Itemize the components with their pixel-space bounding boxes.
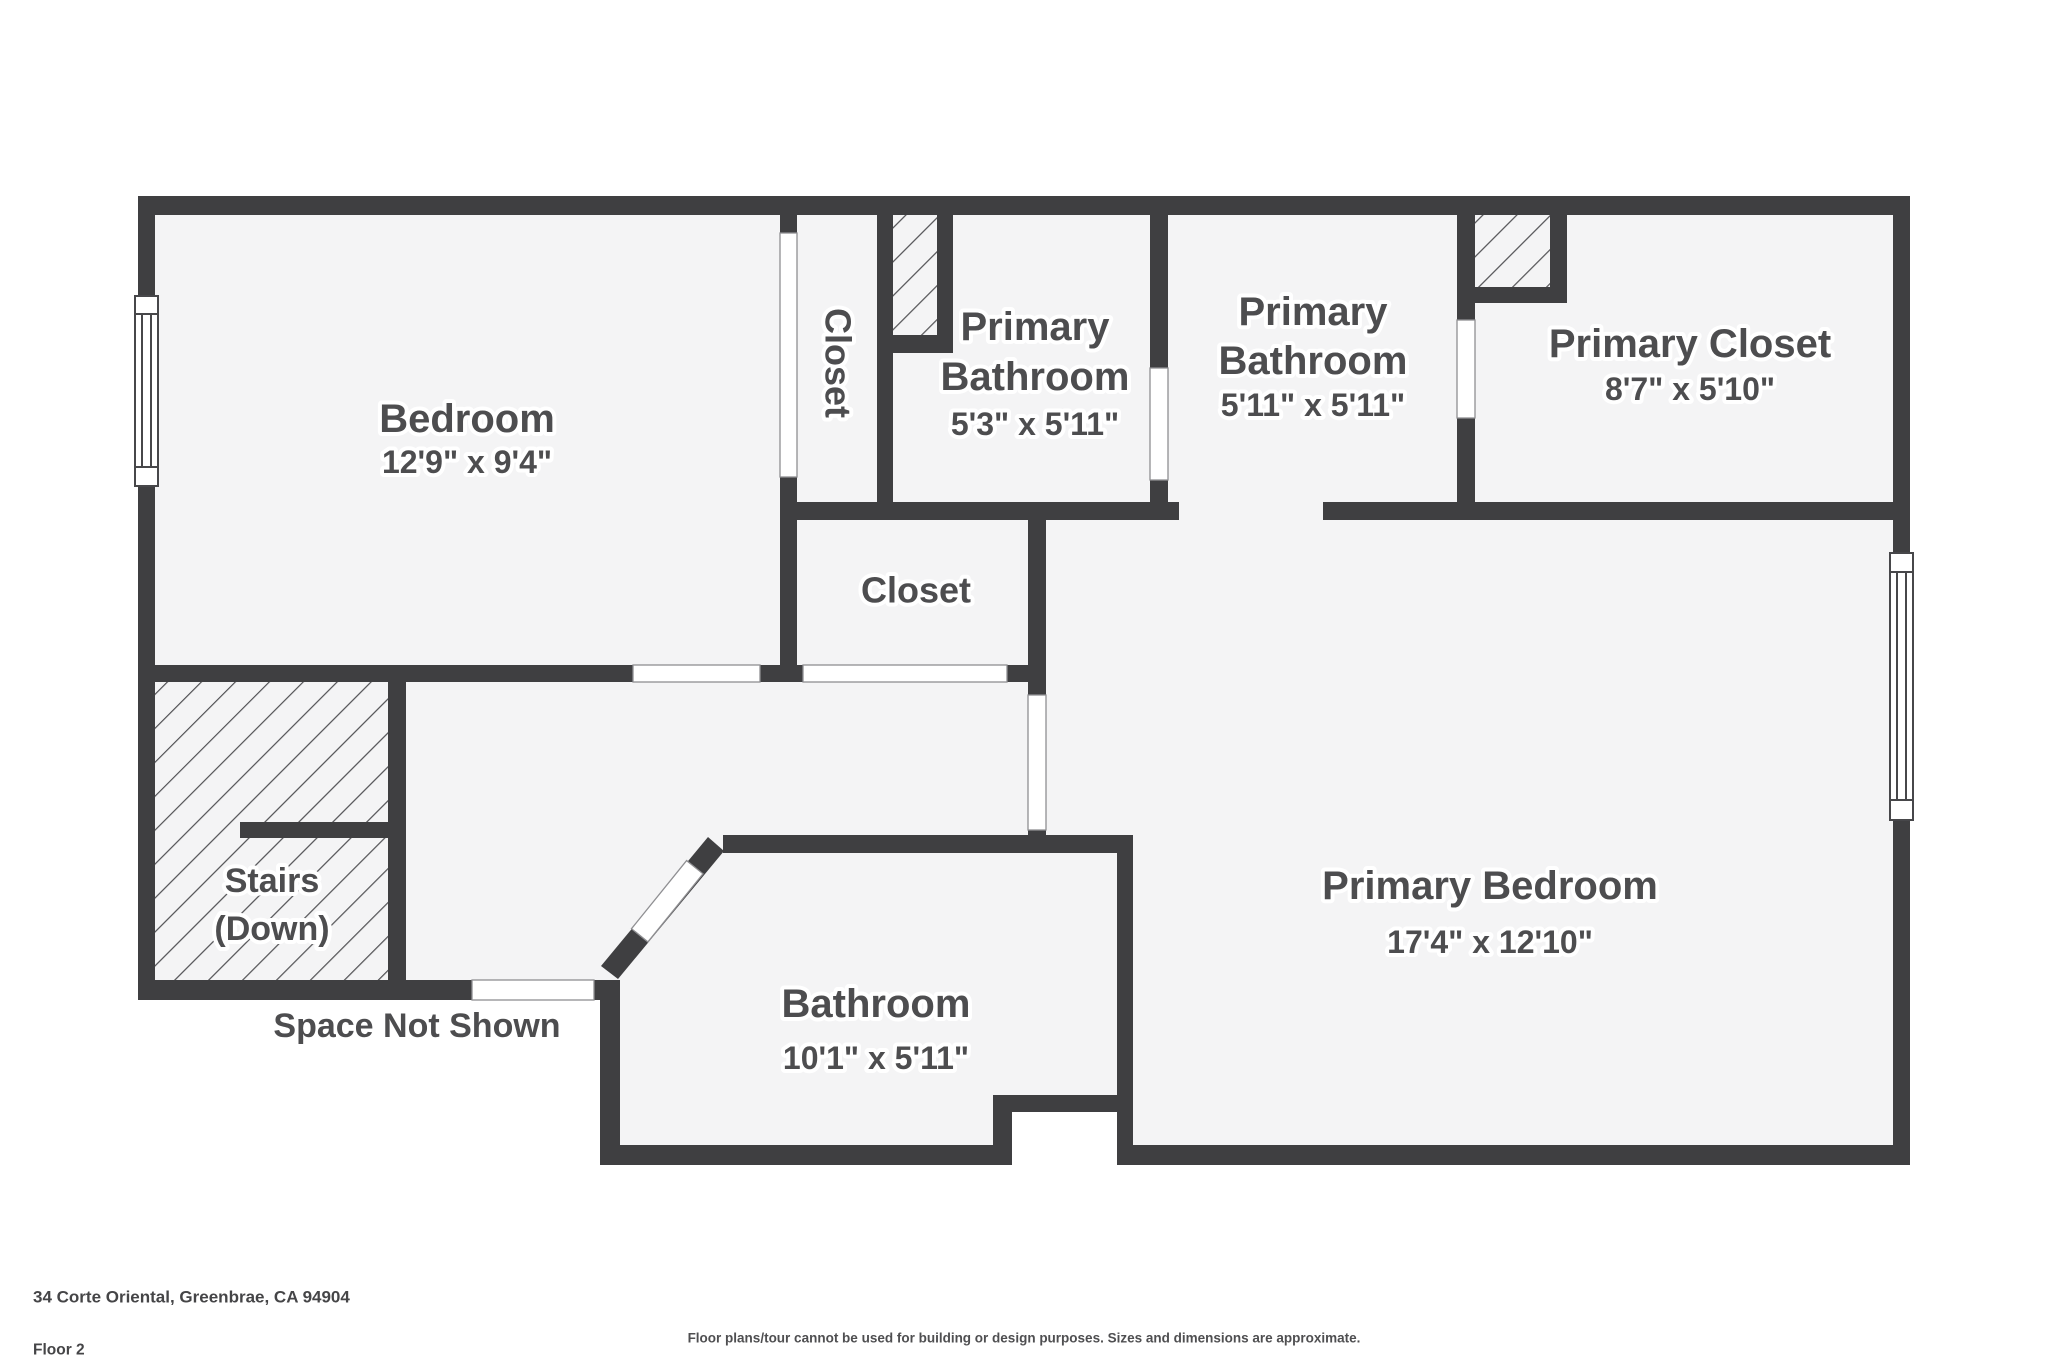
bedroom-dims: 12'9" x 9'4" (382, 444, 552, 480)
primary-bedroom-door-opening (1027, 694, 1047, 831)
room-labels: Bedroom 12'9" x 9'4" Closet Primary Bath… (210, 286, 1835, 1080)
shower-hatch-small-bathroom (893, 215, 937, 335)
primary-bathroom-small-dims: 5'3" x 5'11" (951, 406, 1119, 442)
bathroom-dims: 10'1" x 5'11" (783, 1040, 969, 1076)
door-openings (471, 232, 1476, 1001)
primary-bedroom-label: Primary Bedroom (1322, 864, 1658, 908)
disclaimer-text: Floor plans/tour cannot be used for buil… (688, 1331, 1361, 1346)
bedroom-closet-opening (779, 232, 798, 478)
bathroom-label: Bathroom (782, 982, 971, 1026)
stairs-label-line2: (Down) (214, 910, 329, 948)
window-symbol-bedroom (134, 295, 159, 487)
shower-hatch-primary-closet (1475, 215, 1550, 287)
bedroom-closet-label: Closet (818, 308, 859, 418)
primary-bathroom-large-label-line1: Primary (1239, 290, 1389, 334)
primary-closet-door-opening (1456, 319, 1476, 419)
space-not-shown-note: Space Not Shown (273, 1007, 560, 1045)
bedroom-door-opening (632, 664, 761, 683)
floor-areas (138, 196, 1910, 1170)
primary-bathroom-small-label-line1: Primary (961, 305, 1111, 349)
window-symbol-primary-bedroom (1889, 552, 1914, 821)
primary-bathroom-small-label-line2: Bathroom (941, 355, 1130, 399)
bathrooms-connecting-door (1149, 367, 1169, 481)
primary-bathroom-large-dims: 5'11" x 5'11" (1221, 387, 1405, 423)
primary-closet-dims: 8'7" x 5'10" (1605, 371, 1775, 407)
hall-closet-opening (802, 664, 1008, 683)
exterior-notch (1012, 1112, 1117, 1170)
address-text: 34 Corte Oriental, Greenbrae, CA 94904 (33, 1288, 350, 1307)
bathroom-angled-door (630, 859, 704, 943)
primary-closet-label: Primary Closet (1549, 322, 1831, 366)
footer: 34 Corte Oriental, Greenbrae, CA 94904 F… (33, 1288, 1360, 1359)
hall-closet-label: Closet (861, 570, 971, 611)
primary-bathroom-large-label-line2: Bathroom (1219, 339, 1408, 383)
floor-number-text: Floor 2 (33, 1342, 85, 1359)
stairs-label-line1: Stairs (225, 862, 320, 900)
primary-bedroom-dims: 17'4" x 12'10" (1387, 924, 1593, 960)
stair-landing-opening (471, 979, 595, 1001)
bedroom-label: Bedroom (379, 397, 555, 441)
